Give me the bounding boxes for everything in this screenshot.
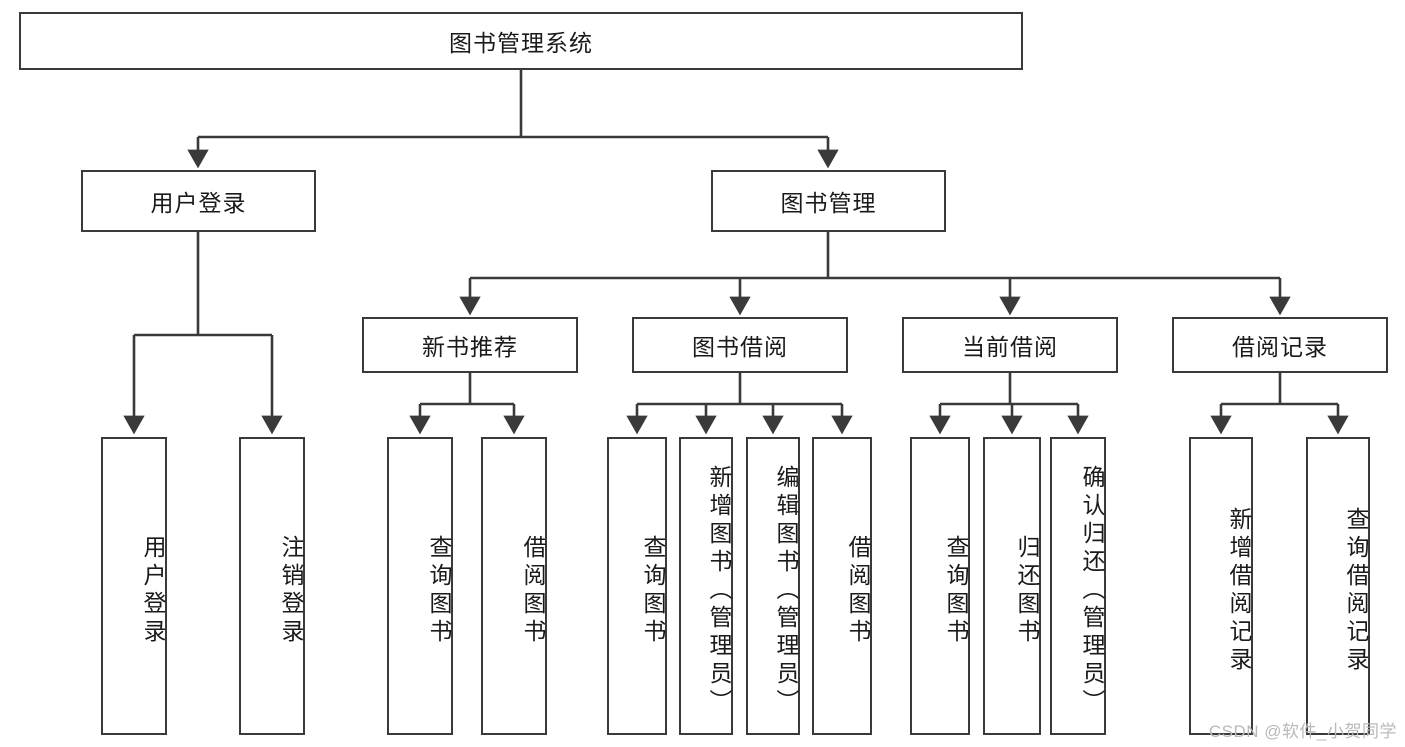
node-leaf-leaf-return-book[interactable]: 归还图书 [983,437,1041,735]
node-label: 编辑图书（管理员） [773,465,799,717]
node-label: 新书推荐 [422,334,518,360]
node-label: 借阅图书 [520,535,546,647]
node-label: 图书管理系统 [449,30,593,56]
node-leaf-leaf-edit-book[interactable]: 编辑图书（管理员） [746,437,800,735]
node-leaf-leaf-borrow-book-2[interactable]: 借阅图书 [812,437,872,735]
node-label: 借阅图书 [845,535,871,647]
node-l3-current-borrow[interactable]: 当前借阅 [902,317,1118,373]
node-label: 查询图书 [640,535,666,647]
node-leaf-leaf-query-book-3[interactable]: 查询图书 [910,437,970,735]
node-leaf-leaf-user-login[interactable]: 用户登录 [101,437,167,735]
node-label: 确认归还（管理员） [1079,465,1105,717]
node-label: 图书借阅 [692,334,788,360]
node-label: 借阅记录 [1232,334,1328,360]
node-label: 查询图书 [426,535,452,647]
node-leaf-leaf-query-book-2[interactable]: 查询图书 [607,437,667,735]
node-l3-new-book-rec[interactable]: 新书推荐 [362,317,578,373]
node-leaf-leaf-logout[interactable]: 注销登录 [239,437,305,735]
node-label: 新增图书（管理员） [706,465,732,717]
node-leaf-leaf-query-book-1[interactable]: 查询图书 [387,437,453,735]
node-leaf-leaf-borrow-book-1[interactable]: 借阅图书 [481,437,547,735]
node-l2-user-login[interactable]: 用户登录 [81,170,316,232]
node-label: 用户登录 [140,535,166,647]
node-label: 新增借阅记录 [1226,507,1252,675]
node-root-root[interactable]: 图书管理系统 [19,12,1023,70]
node-l2-book-manage[interactable]: 图书管理 [711,170,946,232]
node-label: 用户登录 [150,190,247,216]
node-label: 查询图书 [943,535,969,647]
node-label: 注销登录 [278,535,304,647]
node-leaf-leaf-query-record[interactable]: 查询借阅记录 [1306,437,1370,735]
node-l3-borrow-record[interactable]: 借阅记录 [1172,317,1388,373]
node-label: 图书管理 [780,190,877,216]
node-leaf-leaf-add-record[interactable]: 新增借阅记录 [1189,437,1253,735]
node-leaf-leaf-confirm-return[interactable]: 确认归还（管理员） [1050,437,1106,735]
node-label: 查询借阅记录 [1343,507,1369,675]
node-label: 当前借阅 [962,334,1058,360]
node-l3-book-borrow[interactable]: 图书借阅 [632,317,848,373]
node-leaf-leaf-add-book[interactable]: 新增图书（管理员） [679,437,733,735]
csdn-watermark: CSDN @软件_小贺同学 [1208,722,1397,741]
node-label: 归还图书 [1014,535,1040,647]
